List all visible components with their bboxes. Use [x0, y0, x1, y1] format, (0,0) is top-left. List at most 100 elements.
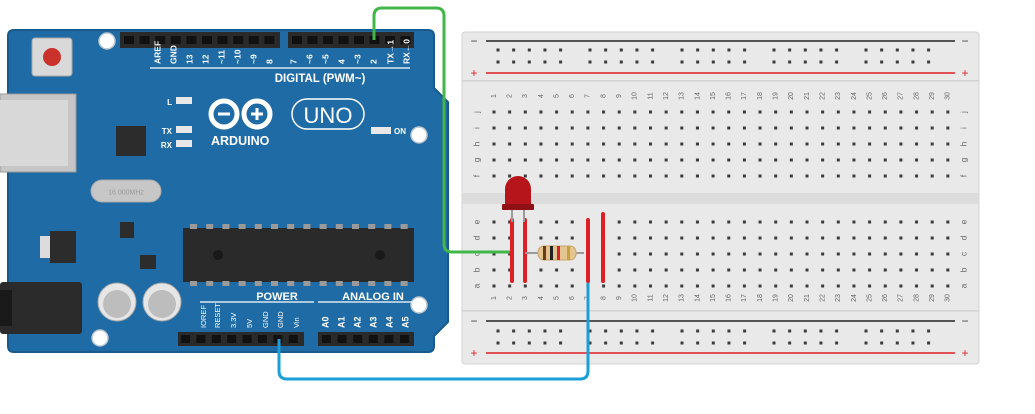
rail-hole[interactable] [727, 341, 731, 345]
breadboard-hole[interactable] [617, 174, 621, 178]
rail-hole[interactable] [911, 341, 915, 345]
rail-hole[interactable] [543, 341, 547, 345]
rail-hole[interactable] [880, 341, 884, 345]
header-socket[interactable] [292, 36, 302, 44]
header-socket[interactable] [227, 335, 237, 343]
breadboard-hole[interactable] [946, 142, 950, 146]
rail-hole[interactable] [619, 48, 623, 52]
breadboard-hole[interactable] [868, 158, 872, 162]
breadboard-hole[interactable] [774, 268, 778, 272]
breadboard-hole[interactable] [727, 220, 731, 224]
breadboard-hole[interactable] [758, 220, 762, 224]
rail-hole[interactable] [696, 329, 700, 333]
header-socket[interactable] [186, 36, 197, 44]
breadboard-hole[interactable] [664, 220, 668, 224]
rail-hole[interactable] [635, 341, 639, 345]
header-socket[interactable] [233, 36, 244, 44]
rail-hole[interactable] [651, 48, 655, 52]
breadboard-hole[interactable] [805, 236, 809, 240]
rail-hole[interactable] [880, 60, 884, 64]
header-socket[interactable] [155, 36, 166, 44]
breadboard-hole[interactable] [508, 220, 512, 224]
rail-hole[interactable] [559, 341, 563, 345]
breadboard-hole[interactable] [586, 110, 590, 114]
breadboard-hole[interactable] [852, 268, 856, 272]
breadboard-hole[interactable] [946, 284, 950, 288]
breadboard-hole[interactable] [868, 220, 872, 224]
breadboard-hole[interactable] [774, 252, 778, 256]
breadboard-hole[interactable] [508, 236, 512, 240]
breadboard-hole[interactable] [758, 142, 762, 146]
rail-hole[interactable] [635, 60, 639, 64]
breadboard-hole[interactable] [774, 110, 778, 114]
breadboard-hole[interactable] [930, 174, 934, 178]
breadboard-hole[interactable] [492, 252, 496, 256]
breadboard-hole[interactable] [523, 142, 527, 146]
breadboard-hole[interactable] [868, 284, 872, 288]
breadboard-hole[interactable] [946, 158, 950, 162]
rail-hole[interactable] [819, 329, 823, 333]
breadboard-hole[interactable] [680, 236, 684, 240]
breadboard-hole[interactable] [617, 220, 621, 224]
red-led[interactable] [502, 176, 534, 222]
breadboard-hole[interactable] [915, 126, 919, 130]
breadboard-hole[interactable] [492, 110, 496, 114]
breadboard-hole[interactable] [492, 174, 496, 178]
rail-hole[interactable] [927, 60, 931, 64]
breadboard-hole[interactable] [617, 110, 621, 114]
rail-hole[interactable] [559, 60, 563, 64]
rail-hole[interactable] [803, 329, 807, 333]
rail-hole[interactable] [604, 341, 608, 345]
rail-hole[interactable] [680, 329, 684, 333]
breadboard-hole[interactable] [711, 174, 715, 178]
breadboard-hole[interactable] [617, 142, 621, 146]
breadboard-hole[interactable] [570, 174, 574, 178]
rail-hole[interactable] [711, 60, 715, 64]
breadboard-hole[interactable] [711, 252, 715, 256]
header-socket[interactable] [322, 335, 331, 343]
breadboard-hole[interactable] [633, 252, 637, 256]
breadboard-hole[interactable] [633, 142, 637, 146]
breadboard-hole[interactable] [570, 126, 574, 130]
header-socket[interactable] [170, 36, 181, 44]
rail-hole[interactable] [619, 329, 623, 333]
rail-hole[interactable] [696, 48, 700, 52]
rail-hole[interactable] [772, 341, 776, 345]
breadboard-hole[interactable] [664, 268, 668, 272]
rail-hole[interactable] [588, 48, 592, 52]
breadboard-hole[interactable] [649, 142, 652, 146]
rail-hole[interactable] [680, 60, 684, 64]
rail-hole[interactable] [788, 60, 792, 64]
breadboard-hole[interactable] [695, 158, 699, 162]
rail-hole[interactable] [635, 48, 639, 52]
breadboard-hole[interactable] [852, 110, 856, 114]
breadboard-hole[interactable] [742, 142, 746, 146]
breadboard-hole[interactable] [695, 142, 699, 146]
breadboard-hole[interactable] [508, 126, 512, 130]
breadboard-hole[interactable] [633, 126, 637, 130]
breadboard-hole[interactable] [586, 126, 590, 130]
breadboard-hole[interactable] [868, 174, 872, 178]
breadboard-hole[interactable] [617, 284, 621, 288]
rail-hole[interactable] [496, 341, 500, 345]
breadboard-hole[interactable] [899, 110, 903, 114]
rail-hole[interactable] [788, 329, 792, 333]
rail-hole[interactable] [880, 329, 884, 333]
breadboard-hole[interactable] [492, 220, 496, 224]
breadboard-hole[interactable] [899, 220, 903, 224]
rail-hole[interactable] [496, 48, 500, 52]
breadboard-hole[interactable] [680, 110, 684, 114]
rail-hole[interactable] [512, 48, 516, 52]
breadboard-hole[interactable] [821, 126, 825, 130]
breadboard-hole[interactable] [649, 174, 652, 178]
rail-hole[interactable] [835, 60, 839, 64]
breadboard-hole[interactable] [852, 174, 856, 178]
breadboard-hole[interactable] [633, 158, 637, 162]
rail-hole[interactable] [496, 329, 500, 333]
blue-wire-gnd[interactable] [277, 281, 590, 381]
rail-hole[interactable] [727, 60, 731, 64]
breadboard-hole[interactable] [695, 236, 699, 240]
breadboard-hole[interactable] [805, 252, 809, 256]
breadboard-hole[interactable] [946, 268, 950, 272]
breadboard-hole[interactable] [836, 142, 840, 146]
